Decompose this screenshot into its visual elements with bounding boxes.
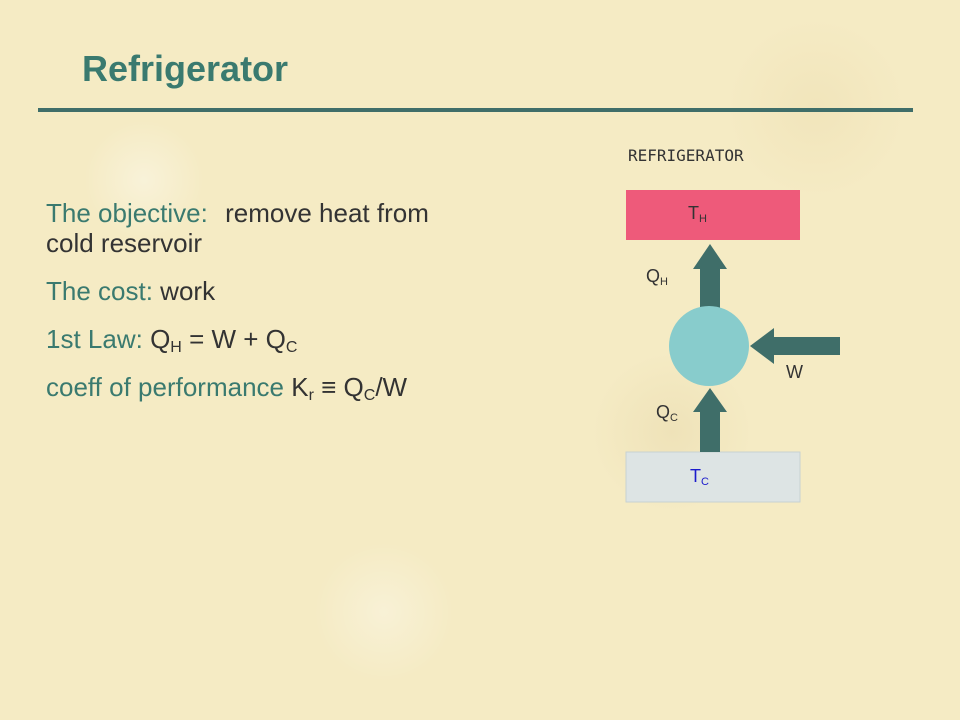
- cold-reservoir: [625, 451, 801, 503]
- work-arrow: [750, 328, 840, 364]
- cost-line: The cost: work: [46, 276, 566, 306]
- first-law-equation: QH = W + QC: [150, 324, 298, 356]
- coefficient-equation: Kr ≡ QC/W: [291, 372, 408, 404]
- objective-value: remove heat from: [225, 198, 429, 228]
- coefficient-label: coeff of performance: [46, 372, 284, 402]
- heat-out-arrow: [693, 244, 727, 310]
- slide-title: Refrigerator: [82, 48, 289, 89]
- coefficient-line: coeff of performance Kr ≡ QC/W: [46, 372, 566, 404]
- hot-reservoir-label: TH: [688, 203, 707, 225]
- work-label: W: [786, 362, 803, 382]
- cost-value: work: [160, 276, 216, 306]
- cold-reservoir-label: TC: [690, 466, 709, 488]
- refrigerator-diagram: REFRIGERATOR TH QH W QC TC: [600, 140, 840, 520]
- refrigerator-engine: [669, 306, 749, 386]
- diagram-graphics: [625, 190, 840, 503]
- heat-hot-label: QH: [646, 266, 668, 288]
- title-underline: [38, 108, 913, 112]
- first-law-label: 1st Law:: [46, 324, 143, 354]
- hot-reservoir: [626, 190, 800, 240]
- slide-body: The objective: remove heat from cold res…: [46, 198, 566, 420]
- objective-value-cont: cold reservoir: [46, 228, 203, 258]
- heat-cold-label: QC: [656, 402, 678, 424]
- objective-label: The objective:: [46, 198, 208, 228]
- objective-line: The objective: remove heat from cold res…: [46, 198, 566, 258]
- cost-label: The cost:: [46, 276, 153, 306]
- first-law-line: 1st Law: QH = W + QC: [46, 324, 566, 356]
- heat-in-arrow: [693, 388, 727, 452]
- diagram-caption: REFRIGERATOR: [628, 146, 744, 165]
